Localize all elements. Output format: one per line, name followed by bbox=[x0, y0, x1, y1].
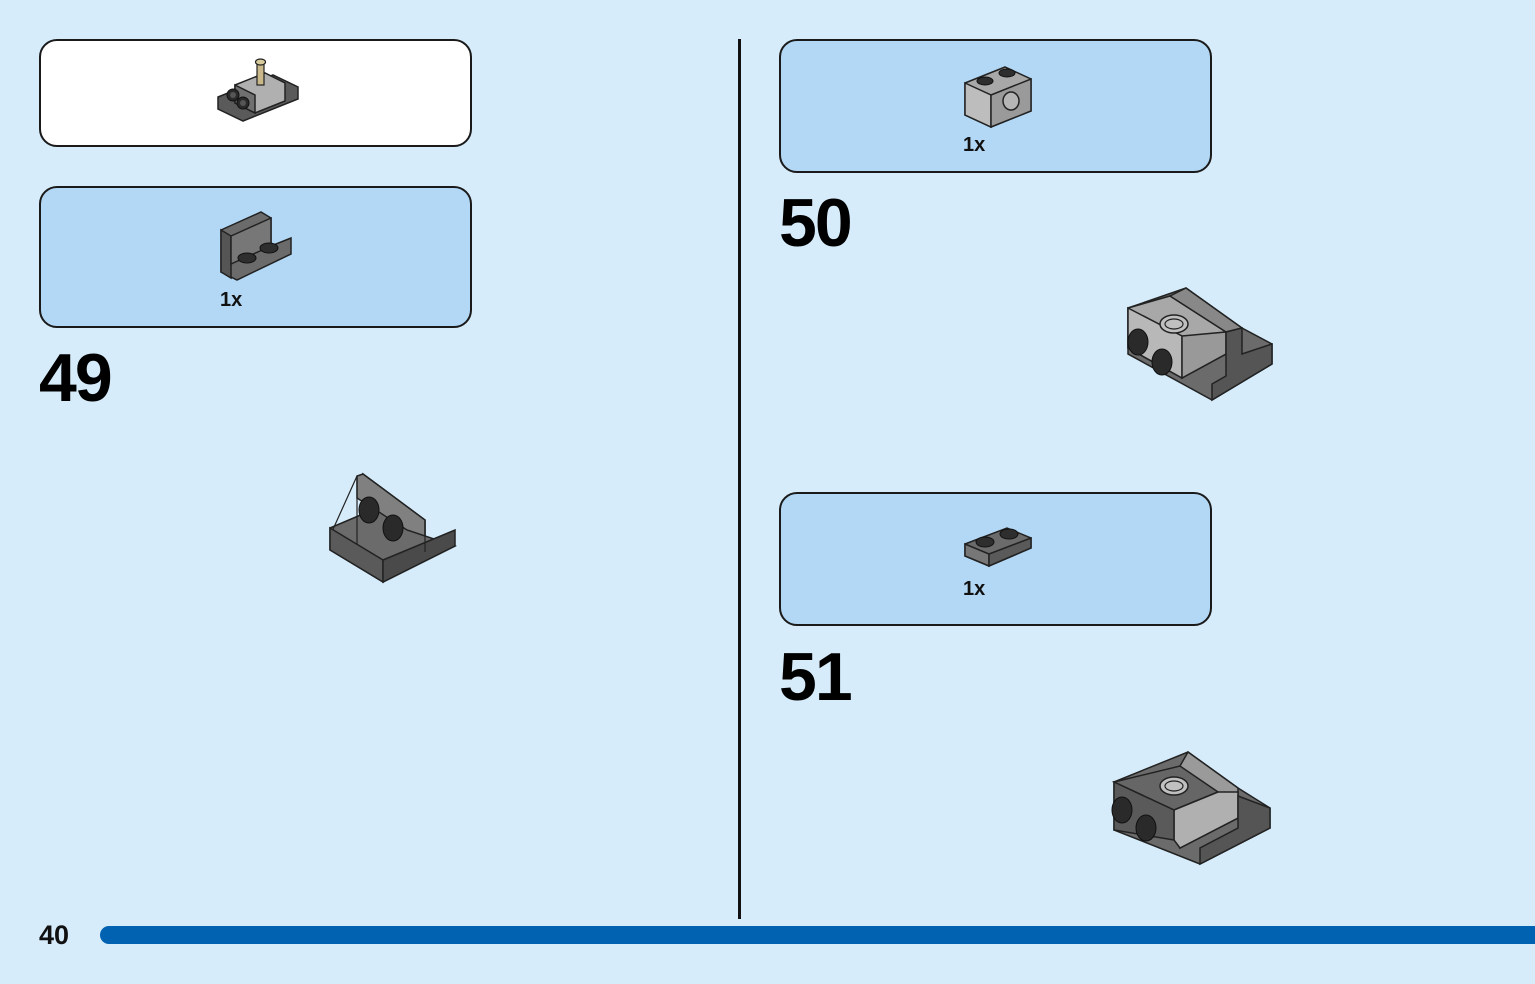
part-quantity: 1x bbox=[963, 578, 986, 600]
dark-gray-plate-1x2-icon bbox=[964, 527, 1032, 568]
part-quantity: 1x bbox=[220, 289, 243, 311]
progress-bar bbox=[100, 926, 1535, 944]
column-divider bbox=[738, 39, 741, 919]
subassembly-model-icon bbox=[217, 58, 299, 122]
step-50-parts-callout: 1x bbox=[779, 39, 1212, 173]
step-number: 50 bbox=[779, 185, 853, 261]
step-number: 49 bbox=[39, 340, 113, 416]
part-quantity: 1x bbox=[963, 134, 986, 156]
light-gray-technic-brick-1x2-icon bbox=[964, 66, 1032, 129]
step-51-parts-callout: 1x bbox=[779, 492, 1212, 626]
step-50-model-icon bbox=[1127, 287, 1273, 402]
step-number: 51 bbox=[779, 639, 853, 715]
dark-gray-bracket-1x2-icon bbox=[220, 211, 292, 281]
page-number: 40 bbox=[39, 920, 70, 950]
step-49-parts-callout: 1x bbox=[39, 186, 472, 328]
step-51-model-icon bbox=[1111, 750, 1271, 866]
step-49-model-icon bbox=[329, 472, 457, 584]
subassembly-callout bbox=[39, 39, 472, 147]
